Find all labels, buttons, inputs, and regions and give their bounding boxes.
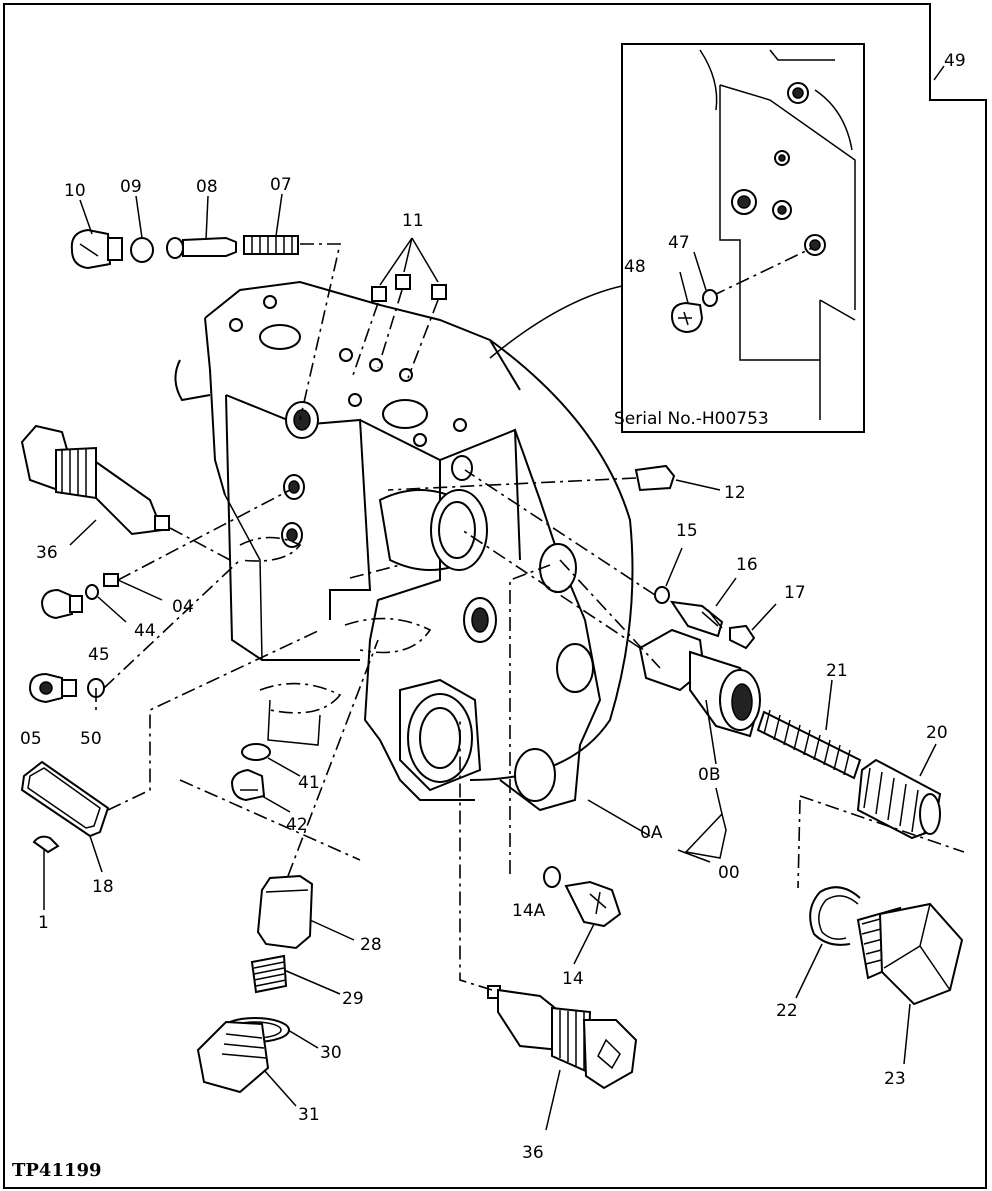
callout-45: 45 [88,645,110,665]
callout-07: 07 [270,175,292,195]
parts-45-44-04 [40,489,291,623]
part-36-lower [459,720,638,1131]
callout-00: 00 [718,863,740,883]
inset-caption: Serial No.-H00753 [614,409,769,429]
spool-assembly [461,529,965,889]
parts-05-50 [28,559,241,710]
callout-09: 09 [120,177,142,197]
callout-42: 42 [286,815,308,835]
callout-41: 41 [298,773,320,793]
parts-18-01 [20,629,321,910]
callout-08: 08 [196,177,218,197]
serial-inset [621,43,865,433]
inset-leader [489,285,623,359]
parts-22-23 [795,886,964,1065]
callout-31: 31 [298,1105,320,1125]
parts-14A-14 [509,564,622,965]
callout-48: 48 [624,257,646,277]
callout-44: 44 [134,621,156,641]
callout-0B: 0B [698,765,720,785]
callout-labels: 49 10 09 08 07 11 48 47 12 36 04 44 45 1… [12,51,966,1181]
callout-17: 17 [784,583,806,603]
page-border [3,3,987,1189]
callout-28: 28 [360,935,382,955]
callout-11: 11 [402,211,424,231]
parts-41-42 [179,743,361,861]
parts-28-31 [196,639,379,1107]
callout-10: 10 [64,181,86,201]
inset-frame [621,43,865,433]
callout-12: 12 [724,483,746,503]
callout-23: 23 [884,1069,906,1089]
callout-47: 47 [668,233,690,253]
callout-22: 22 [776,1001,798,1021]
callout-15: 15 [676,521,698,541]
callout-29: 29 [342,989,364,1009]
callout-1: 1 [38,913,49,933]
top-left-parts [70,228,342,421]
callout-21: 21 [826,661,848,681]
callout-14: 14 [562,969,584,989]
callout-49: 49 [944,51,966,71]
parts-12-17 [387,464,777,650]
part-36-upper [20,424,231,561]
part-11-plugs [351,237,447,379]
callout-04: 04 [172,597,194,617]
callout-18: 18 [92,877,114,897]
valve-body [174,280,634,812]
callout-50: 50 [80,729,102,749]
callout-0A: 0A [640,823,663,843]
callout-36-lower: 36 [522,1143,544,1163]
callout-14A: 14A [512,901,546,921]
callout-30: 30 [320,1043,342,1063]
figure-code: TP41199 [12,1160,102,1181]
callout-20: 20 [926,723,948,743]
callout-05: 05 [20,729,42,749]
callout-36-upper: 36 [36,543,58,563]
callout-16: 16 [736,555,758,575]
leaders [79,65,945,304]
